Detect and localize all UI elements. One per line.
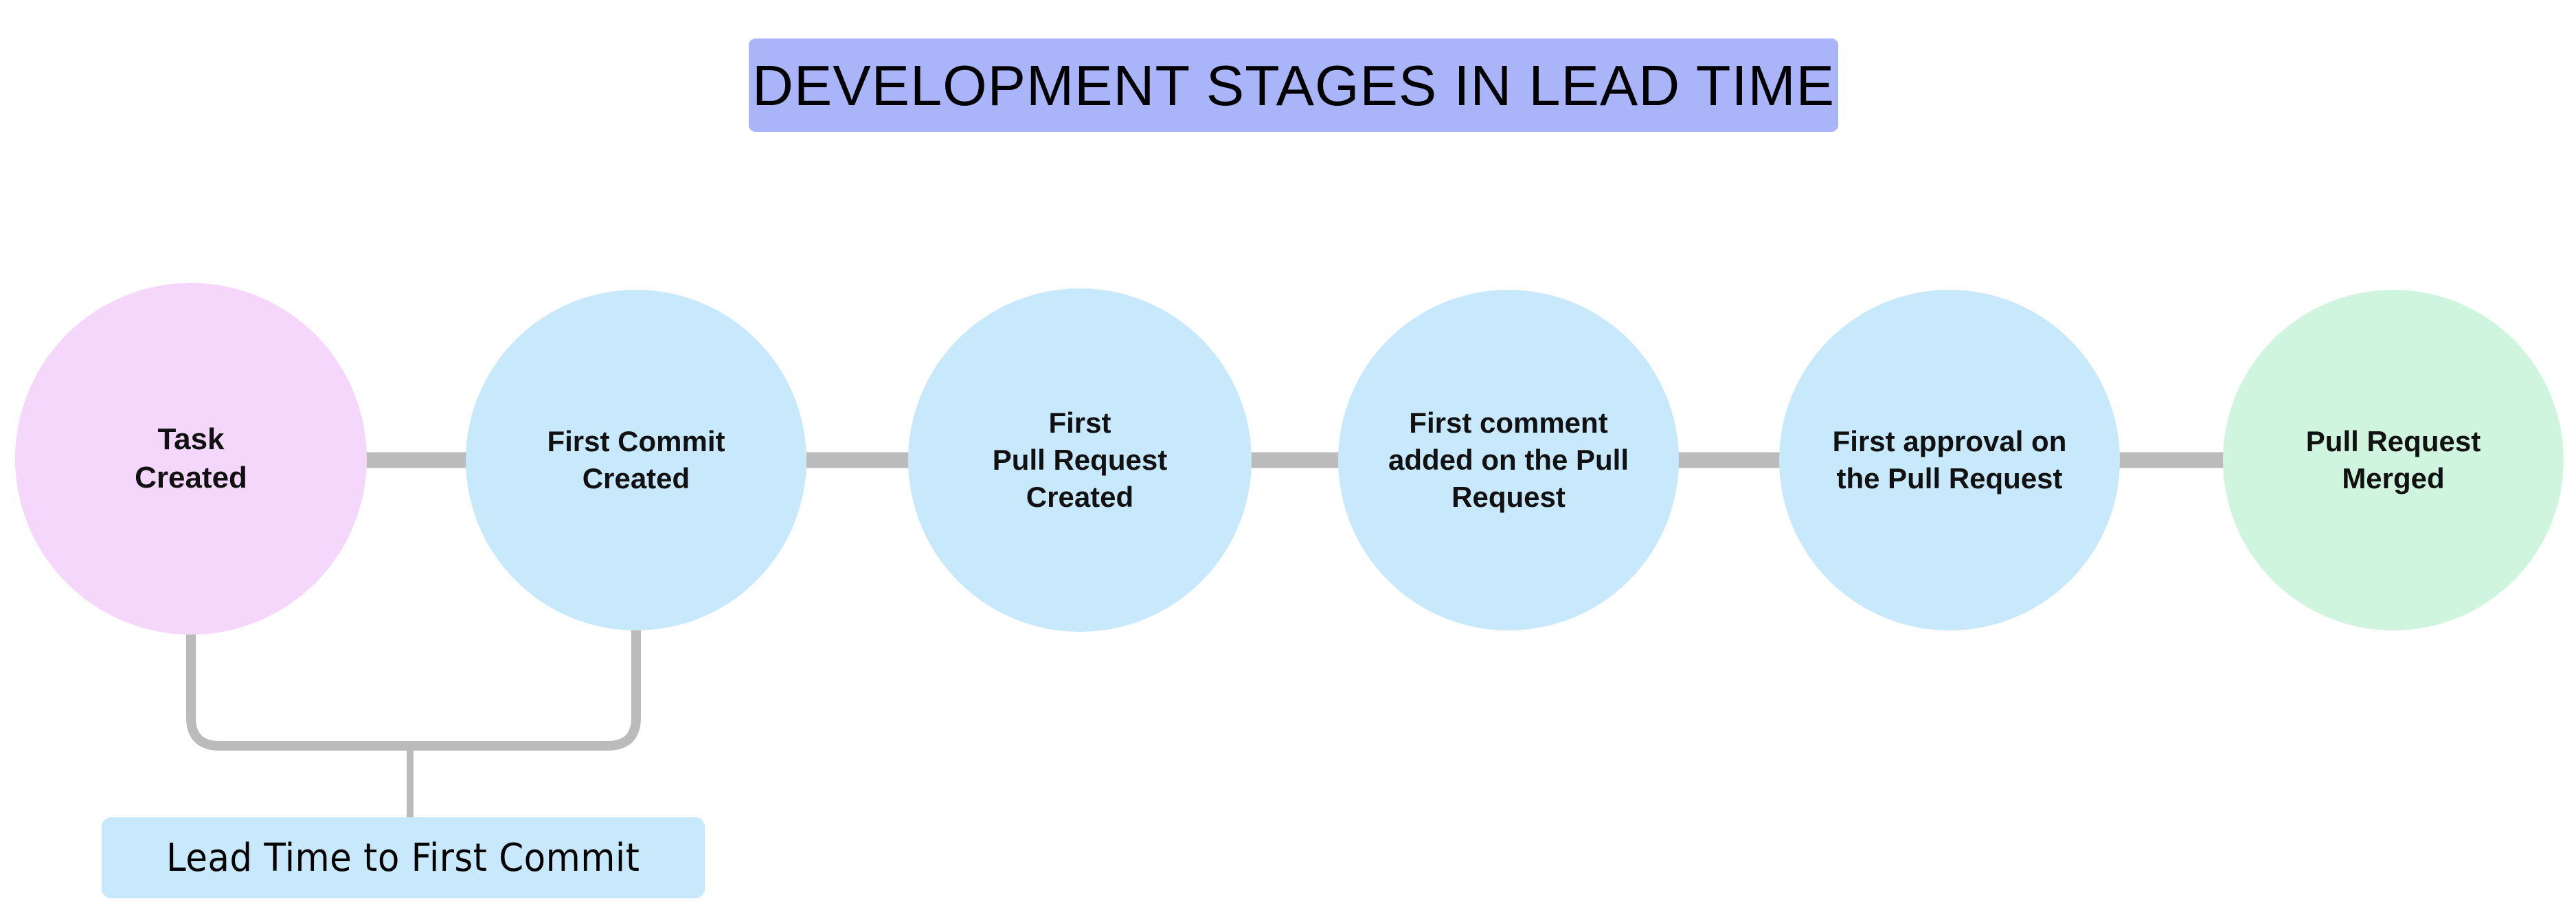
stage-node-first-commit-created[interactable]: First Commit Created [466, 290, 806, 630]
stage-label: Pull Request Merged [2305, 425, 2481, 494]
stage-label: First approval on the Pull Request [1832, 425, 2067, 494]
stage-node-first-comment-added[interactable]: First comment added on the Pull Request [1338, 290, 1679, 630]
stage-label: Task Created [135, 422, 247, 494]
stage-node-task-created[interactable]: Task Created [15, 283, 367, 635]
stage-node-pull-request-merged[interactable]: Pull Request Merged [2223, 290, 2564, 630]
stage-label: First Pull Request Created [992, 407, 1168, 513]
stage-node-first-pull-request-created[interactable]: First Pull Request Created [908, 288, 1252, 632]
stage-label: First Commit Created [547, 425, 725, 494]
lead-time-bracket [186, 626, 641, 751]
stage-node-first-approval[interactable]: First approval on the Pull Request [1779, 290, 2120, 630]
lead-time-callout-label: Lead Time to First Commit [166, 835, 640, 880]
lead-time-callout[interactable]: Lead Time to First Commit [102, 817, 705, 898]
stage-label: First comment added on the Pull Request [1388, 407, 1629, 513]
page-title: DEVELOPMENT STAGES IN LEAD TIME [752, 53, 1835, 117]
diagram-title-banner: DEVELOPMENT STAGES IN LEAD TIME [749, 38, 1838, 132]
